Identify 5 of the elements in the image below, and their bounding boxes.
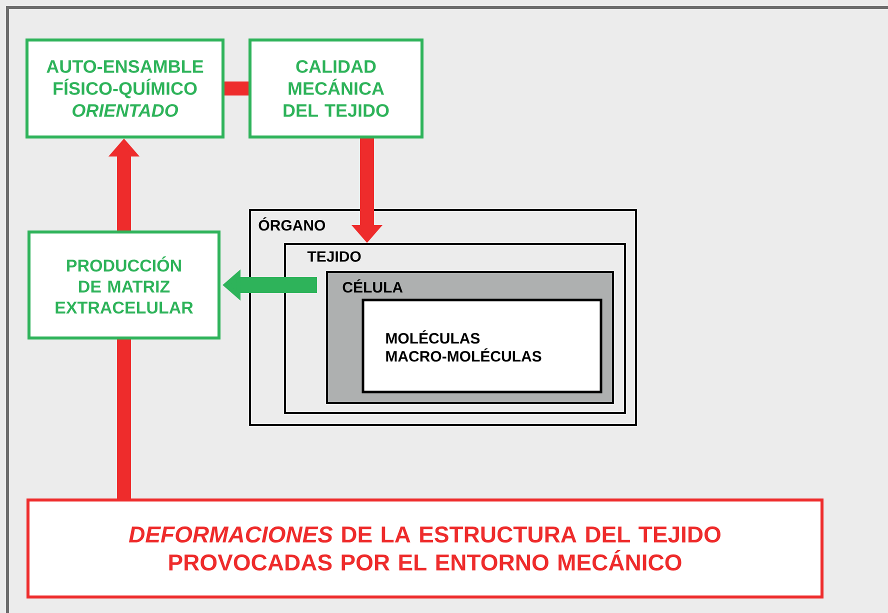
process-box: AUTO-ENSAMBLE FÍSICO-QUÍMICO ORIENTADO [26,38,224,138]
process-box: CALIDAD MECÁNICA DEL TEJIDO [248,38,424,138]
molecule-box: MOLÉCULAS MACRO-MOLÉCULAS [362,298,602,394]
statement-box: DEFORMACIONES DE LA ESTRUCTURA DEL TEJIDO PROVOCADAS POR EL ENTORNO MECÁNICO [26,498,824,598]
process-box: PRODUCCIÓN DE MATRIZ EXTRACELULAR [28,230,220,340]
